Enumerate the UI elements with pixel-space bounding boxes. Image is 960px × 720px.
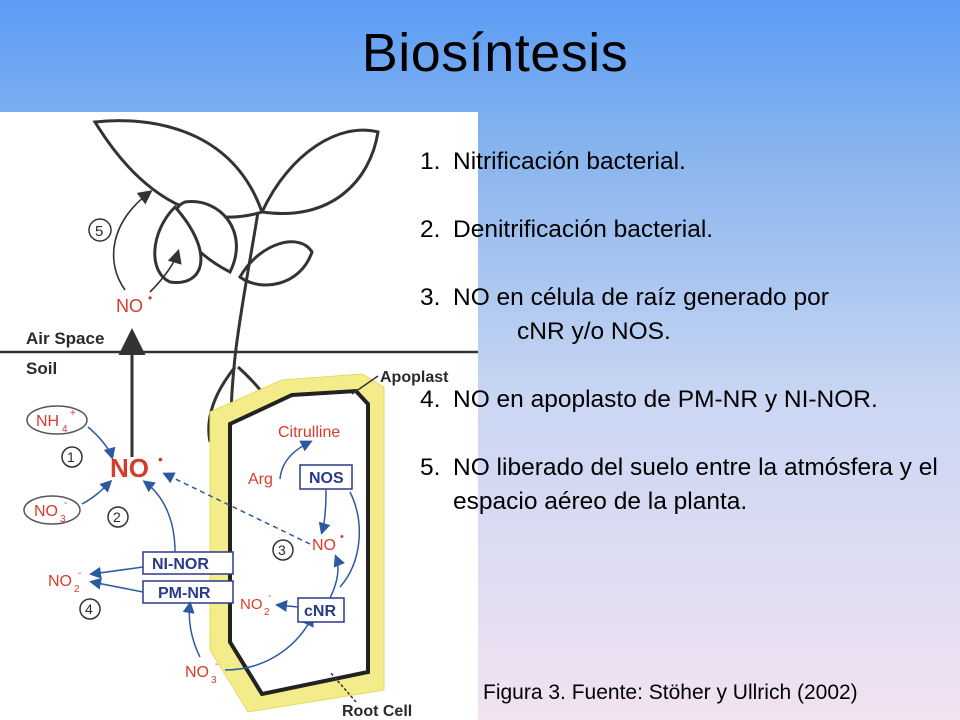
- svg-text:NO: NO: [34, 503, 58, 520]
- svg-text:Arg: Arg: [248, 471, 273, 488]
- arg-label: Arg: [248, 471, 273, 488]
- svg-text:-: -: [268, 591, 271, 602]
- step-marker-4: 4: [79, 598, 101, 620]
- svg-text:NO: NO: [240, 596, 263, 613]
- steps-list: 1. Nitrificación bacterial. 2. Denitrifi…: [420, 145, 955, 519]
- step-3-number: 3.: [420, 284, 441, 311]
- pm-nr-box: PM-NR: [142, 580, 234, 604]
- svg-text:4: 4: [85, 601, 93, 617]
- svg-text:NI-NOR: NI-NOR: [152, 556, 209, 573]
- svg-text:NO: NO: [312, 537, 336, 554]
- diagram-svg: Air Space Soil Apoplast Root Cell NO •: [0, 119, 478, 720]
- apoplast-label: Apoplast: [380, 369, 449, 386]
- step-3-continuation: cNR y/o NOS.: [517, 318, 671, 345]
- svg-text:cNR: cNR: [304, 603, 336, 620]
- no2-in-cell: NO 2 -: [240, 591, 271, 618]
- no-in-cell: NO •: [312, 531, 344, 554]
- no-to-leaf-arrow-2: [149, 248, 182, 293]
- svg-text:•: •: [148, 291, 152, 305]
- svg-text:4: 4: [62, 424, 68, 435]
- svg-text:-: -: [215, 659, 218, 670]
- root-cell-label: Root Cell: [342, 703, 412, 720]
- slide-title: Biosíntesis: [361, 23, 629, 83]
- step-2-number: 2.: [420, 216, 441, 243]
- svg-text:Citrulline: Citrulline: [278, 424, 340, 441]
- step-marker-3: 3: [272, 539, 294, 561]
- svg-text:-: -: [78, 568, 81, 579]
- step-5-number: 5.: [420, 454, 441, 481]
- svg-text:•: •: [340, 531, 344, 543]
- no-air-space: NO •: [116, 291, 152, 316]
- step-marker-5: 5: [88, 218, 112, 242]
- plant-shoot: [92, 119, 380, 443]
- svg-text:2: 2: [113, 509, 121, 525]
- step-2: 2. Denitrificación bacterial.: [420, 213, 955, 247]
- svg-text:NO: NO: [185, 664, 209, 681]
- no-to-leaf-arrow: [112, 190, 153, 291]
- soil-label: Soil: [26, 359, 57, 378]
- svg-text:-: -: [64, 498, 67, 509]
- biosynthesis-diagram: Air Space Soil Apoplast Root Cell NO •: [0, 112, 478, 720]
- svg-text:2: 2: [264, 607, 270, 618]
- no3-bottom: NO 3 -: [185, 659, 218, 686]
- no-soil: NO •: [110, 451, 163, 483]
- step-1: 1. Nitrificación bacterial.: [420, 145, 955, 179]
- svg-text:3: 3: [60, 514, 66, 525]
- nh4-source: NH 4 +: [26, 405, 88, 435]
- nos-box: NOS: [299, 464, 353, 490]
- figure-caption: Figura 3. Fuente: Stöher y Ullrich (2002…: [483, 681, 858, 704]
- step-4-text: NO en apoplasto de PM-NR y NI-NOR.: [453, 386, 878, 413]
- svg-text:NO: NO: [48, 573, 72, 590]
- no2-outside: NO 2 -: [48, 568, 81, 595]
- svg-text:NO: NO: [116, 296, 143, 316]
- svg-text:+: +: [70, 408, 76, 419]
- step-4-number: 4.: [420, 386, 441, 413]
- svg-text:3: 3: [211, 675, 217, 686]
- step-4: 4. NO en apoplasto de PM-NR y NI-NOR.: [420, 383, 955, 417]
- step-1-number: 1.: [420, 148, 441, 175]
- svg-text:2: 2: [74, 584, 80, 595]
- step-2-text: Denitrificación bacterial.: [453, 216, 714, 243]
- ni-nor-box: NI-NOR: [142, 551, 234, 575]
- cnr-box: cNR: [297, 597, 345, 623]
- no3-source: NO 3 -: [23, 495, 81, 525]
- step-5: 5. NO liberado del suelo entre la atmósf…: [420, 451, 955, 519]
- citrulline-label: Citrulline: [278, 424, 340, 441]
- step-1-text: Nitrificación bacterial.: [453, 148, 686, 175]
- step-5-text: NO liberado del suelo entre la atmósfera…: [453, 454, 938, 515]
- svg-text:1: 1: [67, 449, 75, 465]
- step-3-text: NO en célula de raíz generado por: [453, 284, 829, 311]
- svg-text:NO: NO: [110, 453, 149, 483]
- step-3: 3. NO en célula de raíz generado por cNR…: [420, 281, 955, 349]
- svg-text:PM-NR: PM-NR: [158, 585, 211, 602]
- svg-text:NOS: NOS: [309, 470, 344, 487]
- step-marker-2: 2: [107, 506, 129, 528]
- svg-text:NH: NH: [36, 413, 59, 430]
- svg-text:5: 5: [95, 223, 103, 240]
- air-space-label: Air Space: [26, 329, 104, 348]
- svg-text:•: •: [158, 451, 163, 467]
- step-marker-1: 1: [61, 446, 83, 468]
- svg-text:3: 3: [278, 542, 286, 558]
